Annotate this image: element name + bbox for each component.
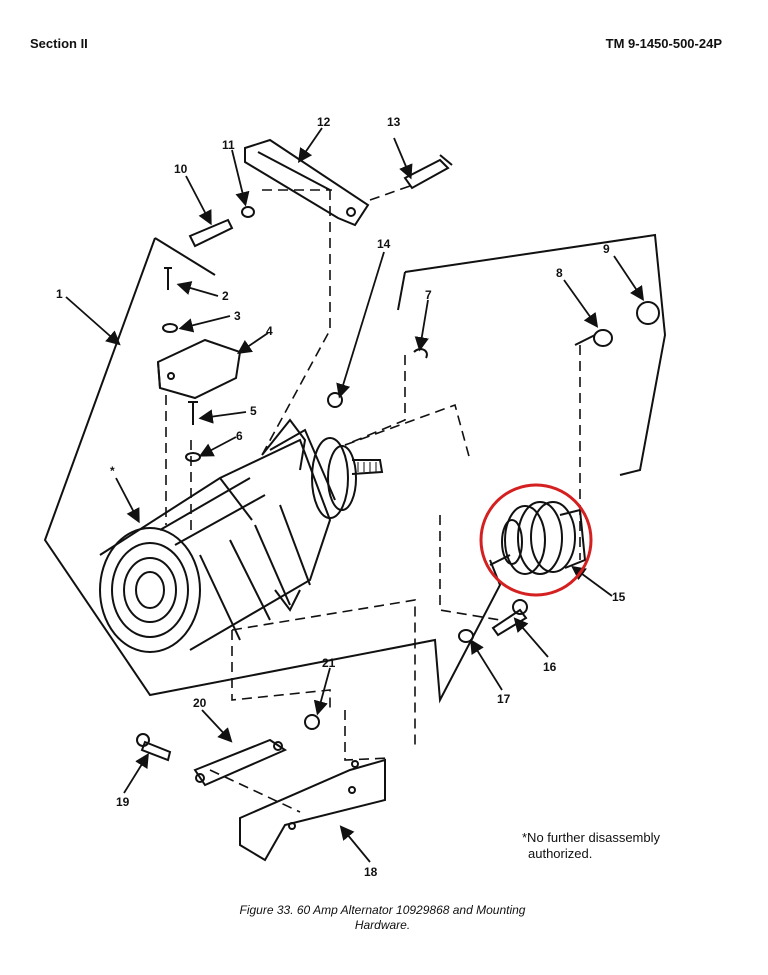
- assembly-boundary: [43, 237, 502, 704]
- note-line-1: *No further disassembly: [522, 830, 660, 845]
- alternator-body: [99, 428, 336, 653]
- document-number: TM 9-1450-500-24P: [605, 36, 722, 51]
- pulley: [489, 501, 587, 575]
- callout-6: 6: [236, 429, 243, 443]
- callout-18: 18: [364, 865, 378, 879]
- callout-20: 20: [193, 696, 207, 710]
- brace: [193, 738, 288, 787]
- callout-10: 10: [174, 162, 188, 176]
- callout-3: 3: [234, 309, 241, 323]
- callout-12: 12: [317, 115, 331, 129]
- callout-4: 4: [266, 324, 273, 338]
- mounting-ear: [261, 418, 307, 471]
- section-label: Section II: [30, 36, 88, 51]
- regulator-plate: [156, 338, 242, 400]
- callout-2: 2: [222, 289, 229, 303]
- callout-7: 7: [425, 288, 432, 302]
- callout-11: 11: [222, 138, 235, 152]
- figure-caption: Figure 33. 60 Amp Alternator 10929868 an…: [200, 903, 565, 933]
- note-line-2: authorized.: [528, 846, 593, 861]
- callout-16: 16: [543, 660, 557, 674]
- pulley-group-boundary: [404, 233, 667, 476]
- highlight-circle: [479, 483, 593, 597]
- disassembly-note: *No further disassembly authorized.: [522, 830, 660, 862]
- callout-19: 19: [116, 795, 130, 809]
- callout-15: 15: [612, 590, 626, 604]
- adjusting-bracket: [244, 138, 370, 227]
- callout-5: 5: [250, 404, 257, 418]
- callout-8: 8: [556, 266, 563, 280]
- callout-1: 1: [56, 287, 63, 301]
- callout-17: 17: [497, 692, 511, 706]
- callout-asterisk: *: [110, 464, 115, 478]
- callout-9: 9: [603, 242, 610, 256]
- callout-13: 13: [387, 115, 401, 129]
- support-bracket: [239, 758, 386, 862]
- callout-21: 21: [322, 656, 336, 670]
- callout-14: 14: [377, 237, 391, 251]
- caption-line-2: Hardware.: [354, 918, 411, 932]
- caption-line-1: Figure 33. 60 Amp Alternator 10929868 an…: [239, 903, 526, 917]
